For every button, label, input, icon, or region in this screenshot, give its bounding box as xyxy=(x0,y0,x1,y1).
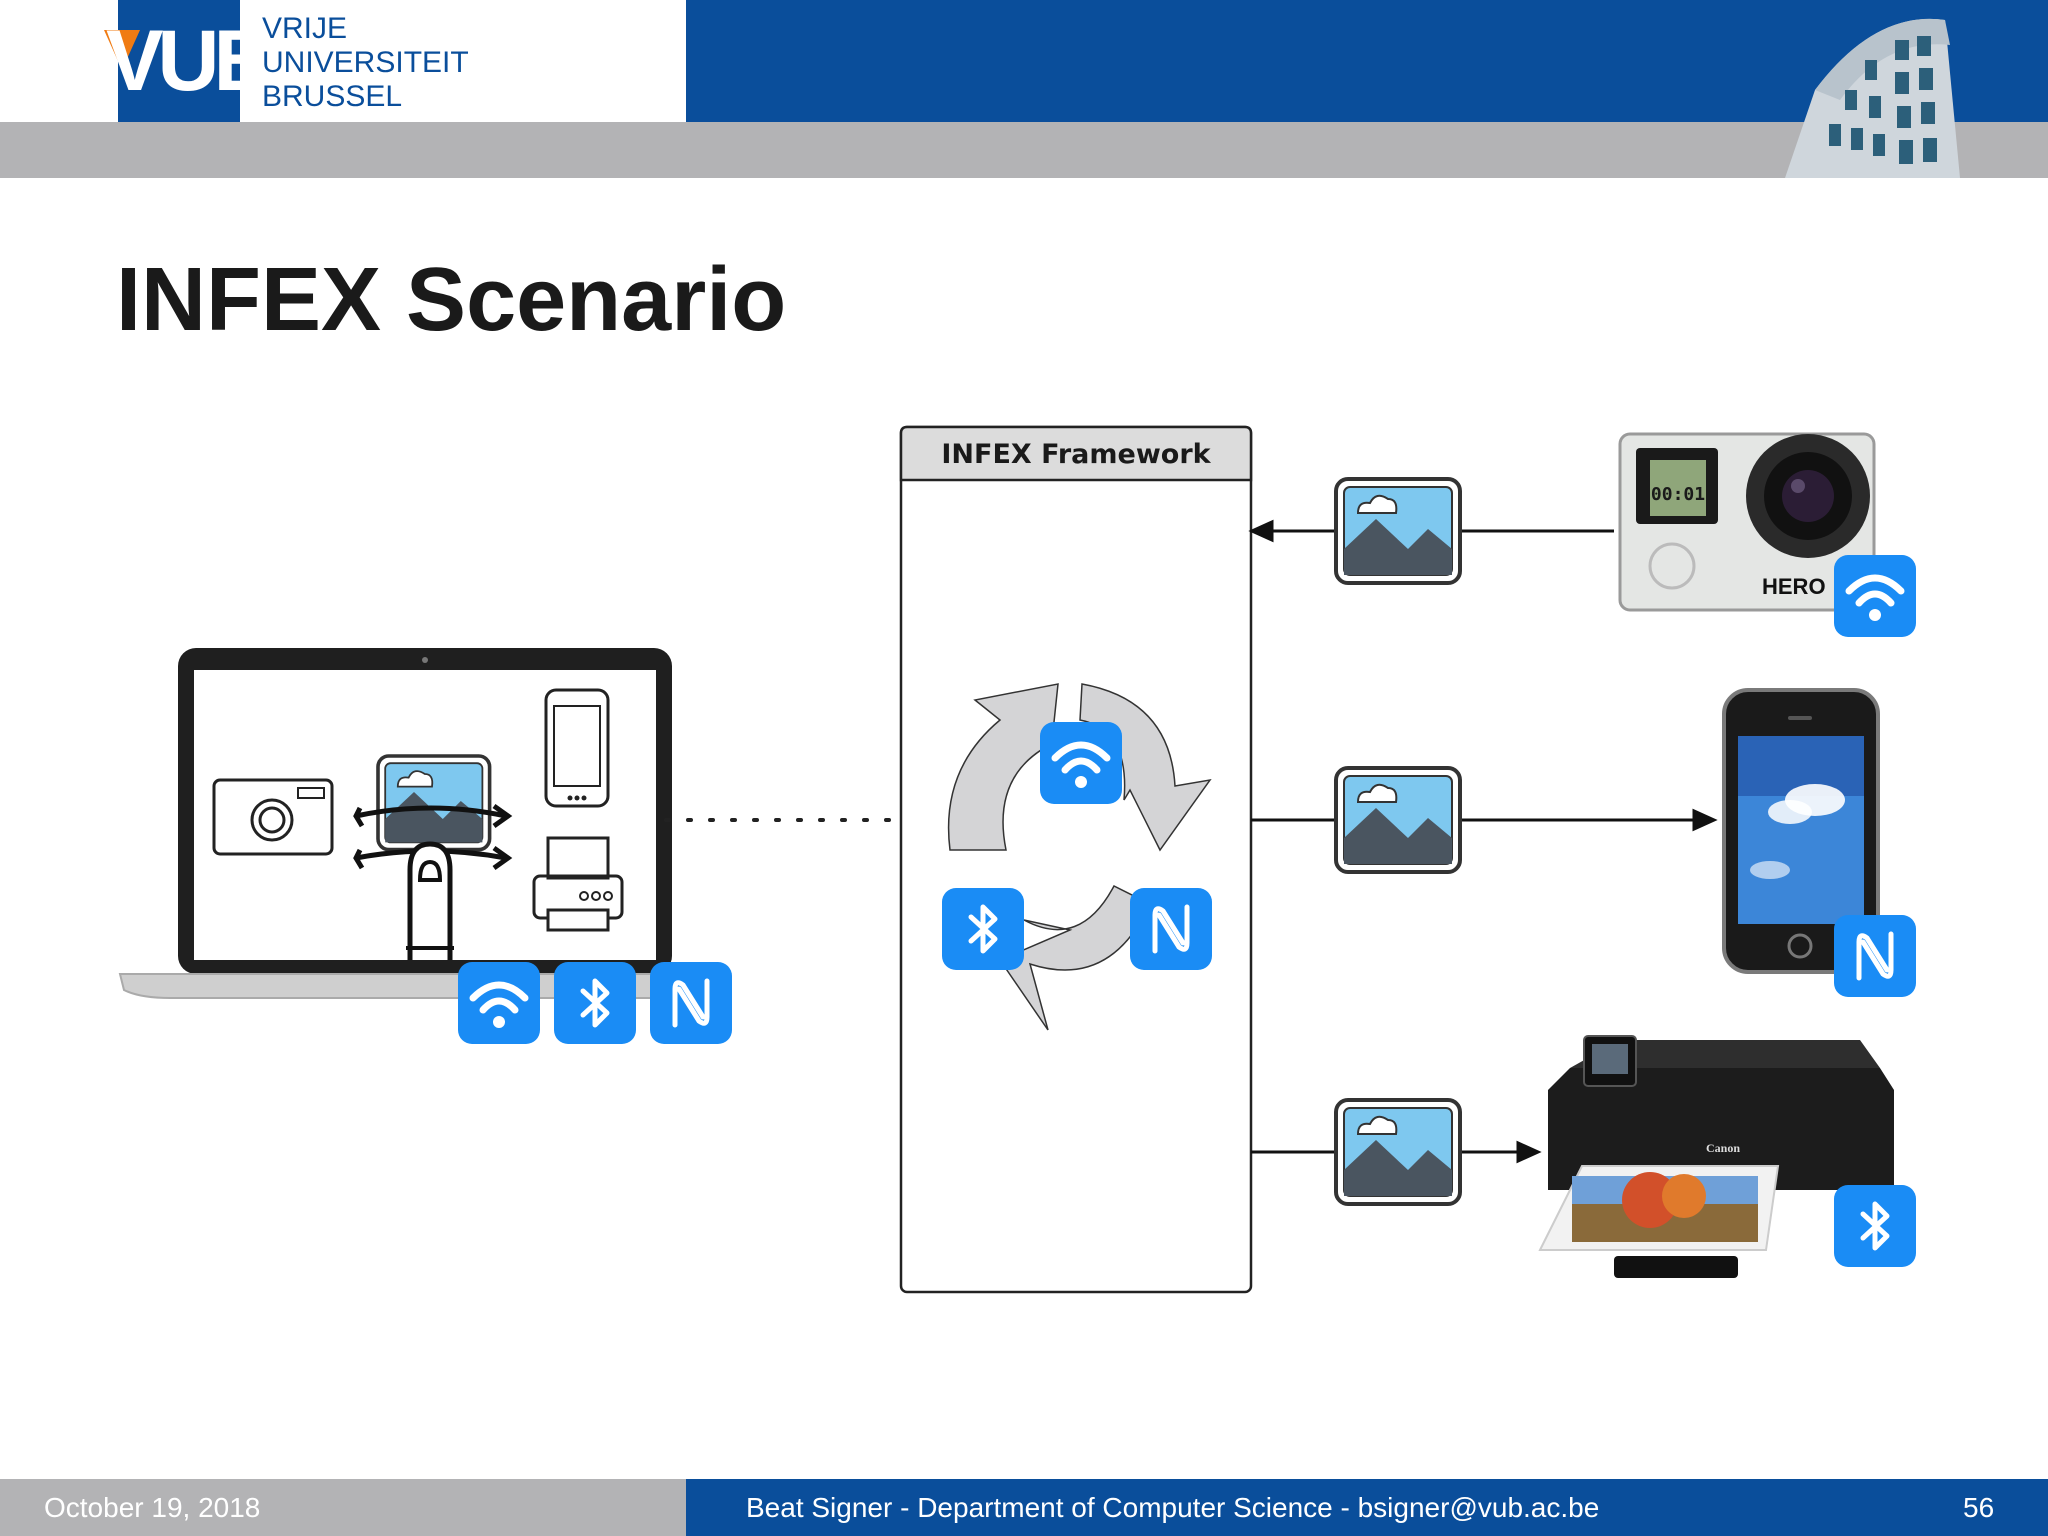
bluetooth-icon xyxy=(554,962,636,1044)
building-image xyxy=(1785,18,1960,178)
footer-left xyxy=(0,1479,686,1536)
nfc-icon xyxy=(1834,915,1916,997)
wifi-icon xyxy=(1040,722,1122,804)
action-camera-device: 00:01 HERO xyxy=(1618,432,1876,612)
wifi-icon xyxy=(458,962,540,1044)
camera-brand: HERO xyxy=(1762,574,1826,599)
footer-date: October 19, 2018 xyxy=(44,1492,261,1523)
page-number: 56 xyxy=(1963,1492,1995,1523)
university-name-line: BRUSSEL xyxy=(262,80,403,113)
logo-accent-mark xyxy=(104,30,140,70)
university-name-line: VRIJE xyxy=(262,12,348,45)
university-name: VRIJE UNIVERSITEIT BRUSSEL xyxy=(262,12,469,114)
header-band xyxy=(0,122,2048,178)
image-icon xyxy=(1334,477,1462,585)
camera-display: 00:01 xyxy=(1651,484,1705,505)
footer-author: Beat Signer - Department of Computer Sci… xyxy=(746,1492,1600,1523)
nfc-icon xyxy=(650,962,732,1044)
laptop-device xyxy=(118,648,732,999)
footer-right xyxy=(686,1479,2048,1536)
camera-outline-icon xyxy=(212,778,334,856)
nfc-icon xyxy=(1130,888,1212,970)
phone-outline-icon xyxy=(544,688,610,808)
framework-label: INFEX Framework xyxy=(941,439,1211,470)
finger-touch-icon xyxy=(406,841,454,960)
university-name-line: UNIVERSITEIT xyxy=(262,46,469,79)
image-icon xyxy=(1334,766,1462,874)
logo-mark: VUB xyxy=(106,13,276,109)
bluetooth-icon xyxy=(1834,1185,1916,1267)
image-icon xyxy=(376,754,492,852)
image-icon xyxy=(1334,1098,1462,1206)
printer-device: Canon xyxy=(1538,1035,1894,1278)
wifi-icon xyxy=(1834,555,1916,637)
infex-framework-box: INFEX Framework xyxy=(899,425,1253,1294)
printer-outline-icon xyxy=(532,836,624,932)
connection-arrows xyxy=(1248,519,1718,1164)
smartphone-device xyxy=(1722,688,1880,974)
printer-brand: Canon xyxy=(1706,1141,1740,1155)
slide-title: INFEX Scenario xyxy=(116,250,787,350)
bluetooth-icon xyxy=(942,888,1024,970)
